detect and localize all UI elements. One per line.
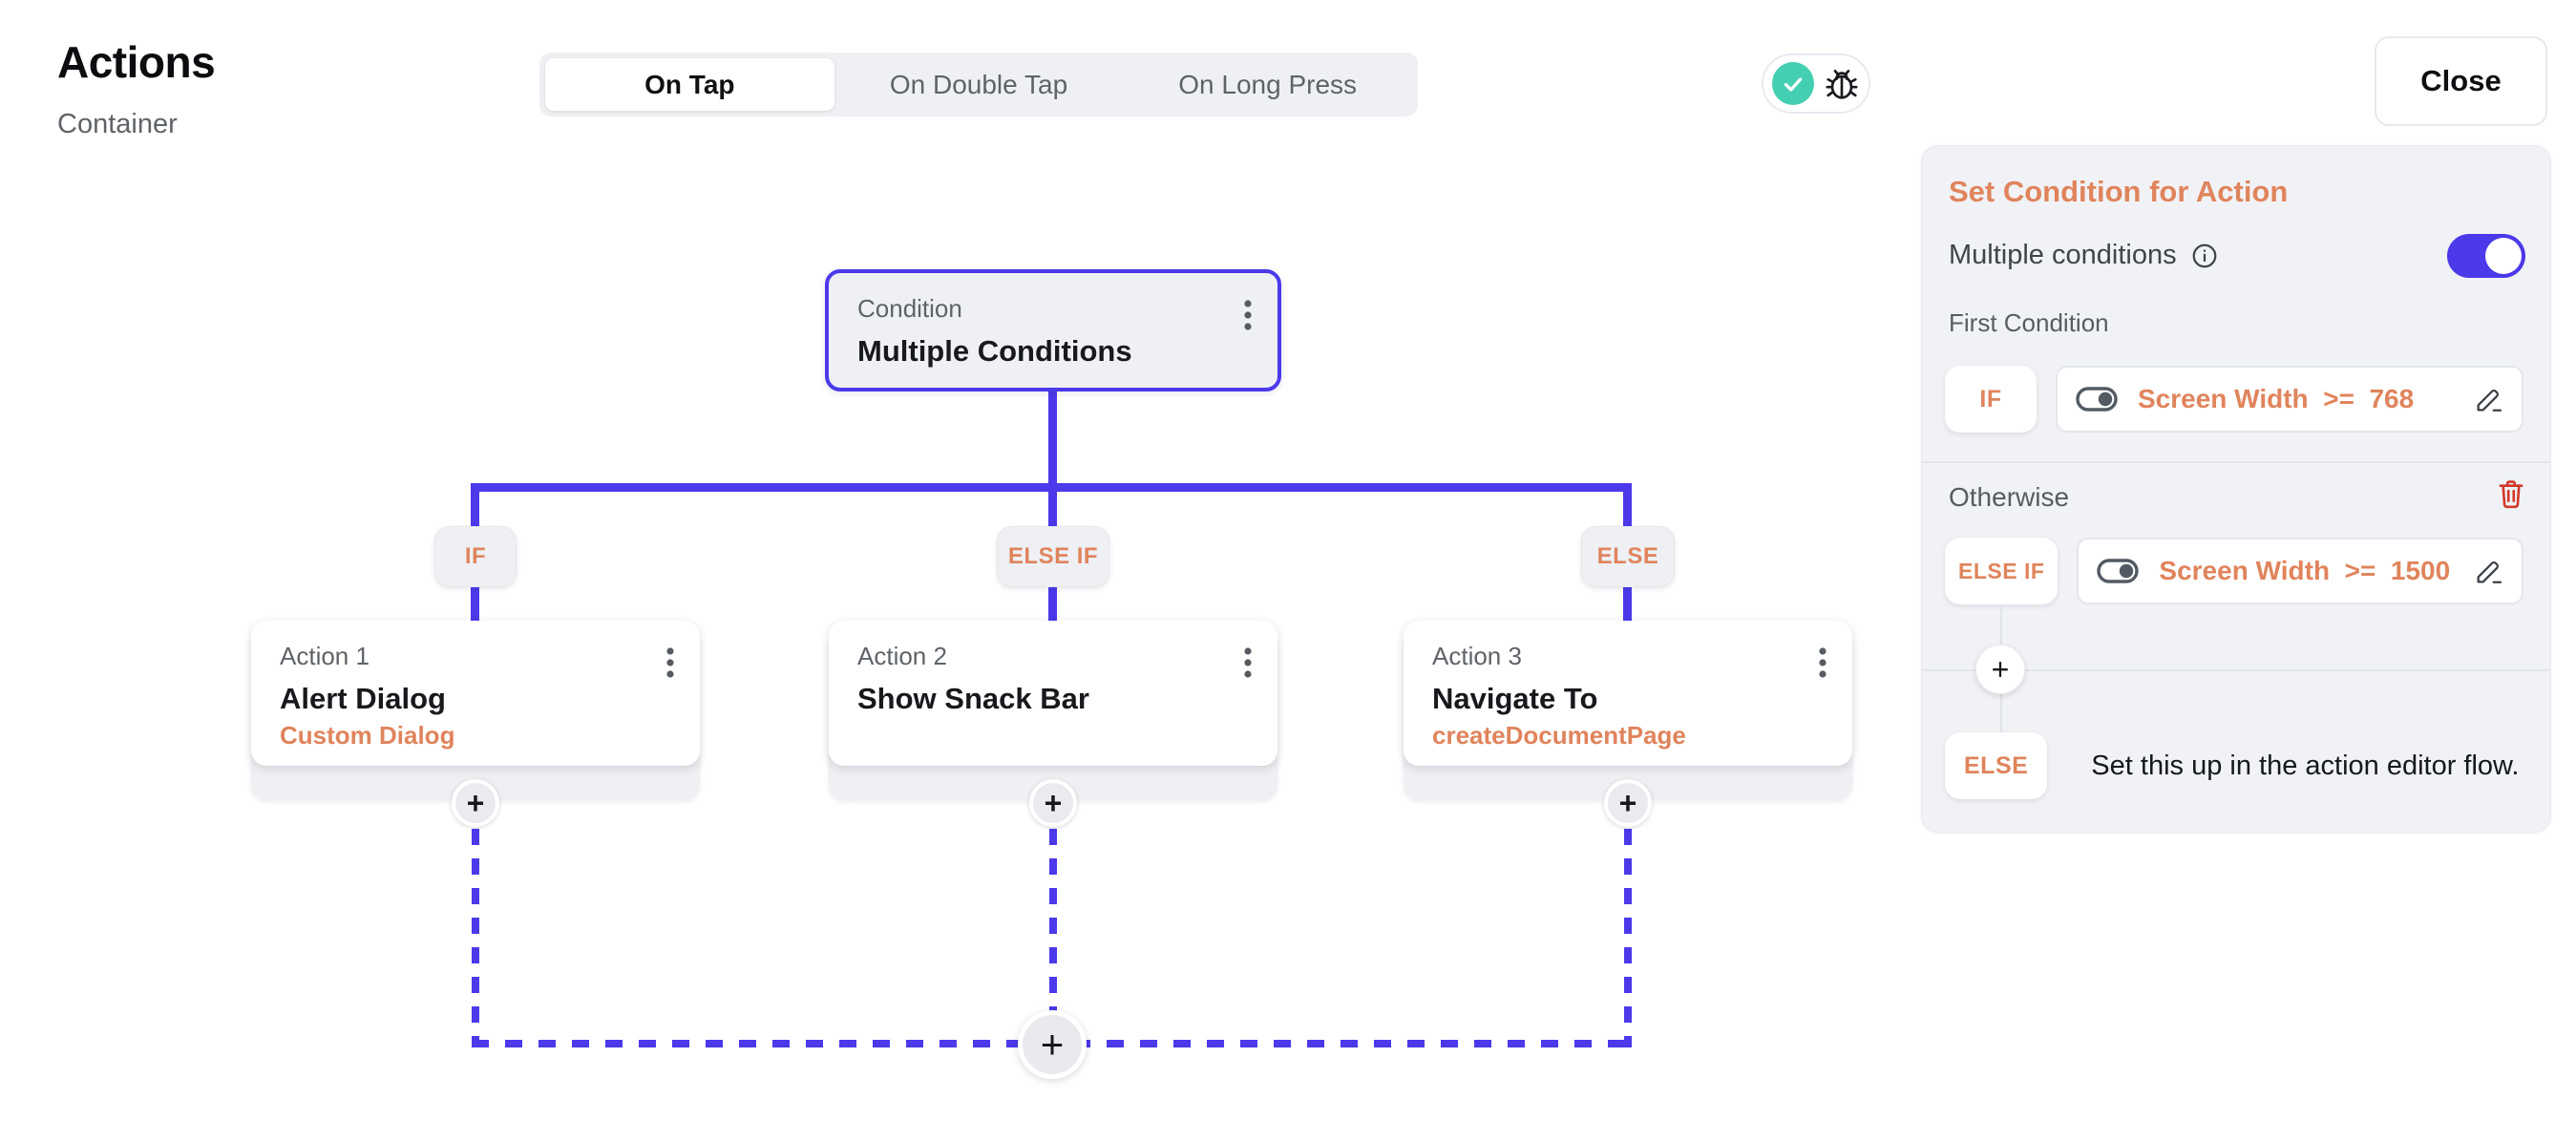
else-message: Set this up in the action editor flow. xyxy=(2091,751,2519,782)
panel-divider xyxy=(1922,461,2550,463)
close-button[interactable]: Close xyxy=(2375,36,2547,126)
tab-on-double-tap[interactable]: On Double Tap xyxy=(834,58,1124,111)
action-subtitle: Custom Dialog xyxy=(280,721,671,751)
if-chip[interactable]: IF xyxy=(1945,366,2037,433)
page-title: Actions xyxy=(57,36,215,88)
action-card-3[interactable]: Action 3 Navigate To createDocumentPage xyxy=(1404,621,1852,766)
action-card-1[interactable]: Action 1 Alert Dialog Custom Dialog xyxy=(251,621,700,766)
action-number: Action 1 xyxy=(280,642,671,671)
set-condition-panel: Set Condition for Action Multiple condit… xyxy=(1921,145,2551,833)
add-merged-action-button[interactable]: + xyxy=(1018,1010,1087,1079)
condition-value-box[interactable]: Screen Width >= 1500 xyxy=(2077,538,2523,604)
page-subtitle: Container xyxy=(57,109,178,140)
trigger-tabbar: On Tap On Double Tap On Long Press xyxy=(539,53,1418,116)
first-condition-label: First Condition xyxy=(1949,308,2109,338)
action-number: Action 3 xyxy=(1432,642,1824,671)
tab-on-long-press[interactable]: On Long Press xyxy=(1123,58,1412,111)
condition-node-label: Condition xyxy=(857,294,1249,324)
validation-status-pill xyxy=(1762,53,1870,114)
action-title: Show Snack Bar xyxy=(857,682,1249,716)
elseif-chip[interactable]: ELSE IF xyxy=(1945,538,2058,604)
edit-pencil-icon[interactable] xyxy=(2474,384,2504,414)
condition-value-box[interactable]: Screen Width >= 768 xyxy=(2056,366,2523,433)
add-action-button[interactable]: + xyxy=(1029,779,1077,827)
multiple-conditions-toggle[interactable] xyxy=(2447,234,2525,278)
action-card-2[interactable]: Action 2 Show Snack Bar xyxy=(829,621,1277,766)
condition-node-title: Multiple Conditions xyxy=(857,334,1249,369)
panel-title: Set Condition for Action xyxy=(1949,175,2288,209)
branch-chip-if: IF xyxy=(434,526,517,587)
action-subtitle: createDocumentPage xyxy=(1432,721,1824,751)
multiple-conditions-label: Multiple conditions xyxy=(1949,240,2177,271)
action-number: Action 2 xyxy=(857,642,1249,671)
condition-expression: Screen Width >= 1500 xyxy=(2159,556,2455,586)
condition-node[interactable]: Condition Multiple Conditions xyxy=(825,269,1281,391)
toggle-condition-icon xyxy=(2096,556,2140,586)
close-button-label: Close xyxy=(2420,64,2501,98)
info-icon[interactable] xyxy=(2190,242,2219,270)
otherwise-label: Otherwise xyxy=(1949,482,2069,513)
bug-icon[interactable] xyxy=(1824,66,1860,102)
add-condition-button[interactable]: + xyxy=(1975,645,2025,694)
branch-chip-elseif: ELSE IF xyxy=(997,526,1109,587)
add-action-button[interactable]: + xyxy=(1604,779,1652,827)
action-title: Alert Dialog xyxy=(280,682,671,716)
kebab-menu-icon[interactable] xyxy=(1241,296,1255,334)
connector-condition-down xyxy=(1048,390,1057,485)
delete-condition-icon[interactable] xyxy=(2495,476,2527,511)
toggle-condition-icon xyxy=(2075,384,2119,414)
branch-chip-else: ELSE xyxy=(1581,526,1675,587)
dashed-connector-if xyxy=(472,829,479,1047)
kebab-menu-icon[interactable] xyxy=(1816,644,1829,682)
tab-on-tap[interactable]: On Tap xyxy=(545,58,834,111)
condition-expression: Screen Width >= 768 xyxy=(2138,384,2455,414)
add-action-button[interactable]: + xyxy=(452,779,499,827)
check-icon[interactable] xyxy=(1772,62,1814,105)
dashed-connector-else xyxy=(1624,829,1632,1047)
toggle-knob xyxy=(2485,238,2522,274)
kebab-menu-icon[interactable] xyxy=(1241,644,1255,682)
kebab-menu-icon[interactable] xyxy=(664,644,677,682)
edit-pencil-icon[interactable] xyxy=(2474,556,2504,586)
action-title: Navigate To xyxy=(1432,682,1824,716)
else-chip: ELSE xyxy=(1945,732,2047,799)
